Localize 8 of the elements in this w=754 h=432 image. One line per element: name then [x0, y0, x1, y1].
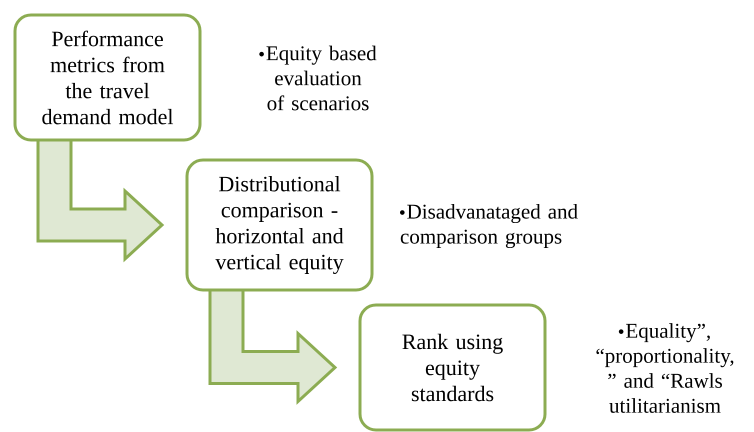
rounded-box: Distributional comparison - horizontal and vertical equity [186, 158, 374, 292]
bullet-text: Disadvanataged and comparison groups [400, 204, 578, 248]
bullet-text: Equity based evaluation of scenarios [259, 46, 376, 110]
rounded-box: Rank using equity standards [358, 304, 546, 432]
rounded-box: Performance metrics from the travel demand model [14, 14, 202, 142]
bent-arrow [208, 288, 338, 405]
bullet-text: Equality”, “proportionality, ” and “Rawls utilitarianism [596, 323, 734, 413]
bent-arrow [36, 138, 164, 262]
